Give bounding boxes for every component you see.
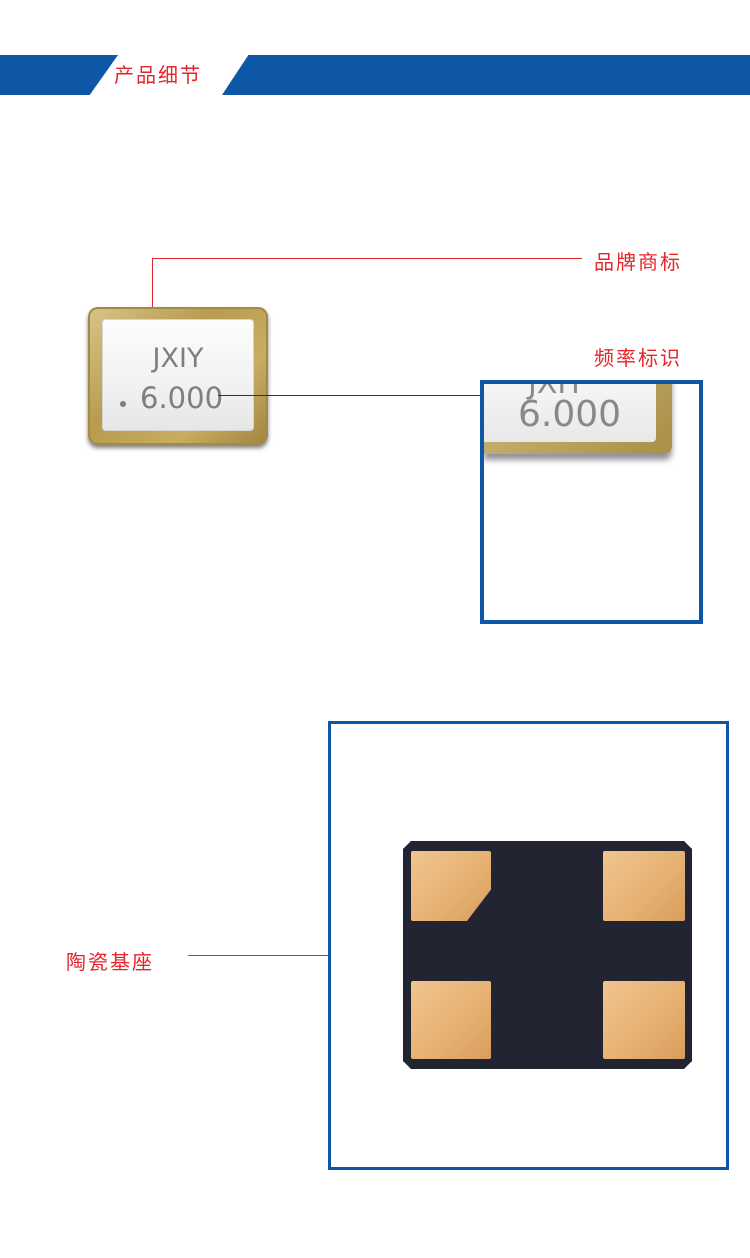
solder-pad-top-right bbox=[603, 851, 685, 921]
zoom-brand-text: JXIY bbox=[528, 380, 585, 401]
crystal-lid: JXIY 6.000 bbox=[102, 319, 254, 431]
header-banner-right bbox=[222, 55, 750, 95]
solder-pad-bottom-left bbox=[411, 981, 491, 1059]
crystal-frequency-text: 6.000 bbox=[140, 381, 224, 415]
zoom-crystal-lid: JXIY 6.000 bbox=[484, 380, 656, 442]
brand-logo-pointer-vertical bbox=[152, 258, 153, 350]
brand-logo-label: 品牌商标 bbox=[594, 250, 682, 274]
crystal-top-view: JXIY 6.000 bbox=[88, 307, 268, 445]
ceramic-base-pointer-line bbox=[188, 955, 350, 956]
frequency-mark-label: 频率标识 bbox=[594, 346, 682, 370]
solder-pad-top-left bbox=[411, 851, 491, 921]
brand-logo-pointer-horizontal bbox=[152, 258, 582, 259]
pin1-dot bbox=[120, 401, 126, 407]
zoom-frequency-text: 6.000 bbox=[518, 394, 622, 435]
section-title: 产品细节 bbox=[114, 63, 202, 87]
ceramic-base-zoom-box bbox=[328, 721, 729, 1170]
ceramic-base-bottom bbox=[403, 841, 692, 1069]
frequency-pointer-line bbox=[218, 395, 514, 396]
crystal-brand-text: JXIY bbox=[152, 343, 204, 374]
solder-pad-bottom-right bbox=[603, 981, 685, 1059]
zoom-crystal-body: JXIY 6.000 bbox=[484, 380, 672, 454]
header-banner-left bbox=[0, 55, 118, 95]
frequency-zoom-box: JXIY 6.000 bbox=[480, 380, 703, 624]
ceramic-base-label: 陶瓷基座 bbox=[66, 950, 154, 974]
